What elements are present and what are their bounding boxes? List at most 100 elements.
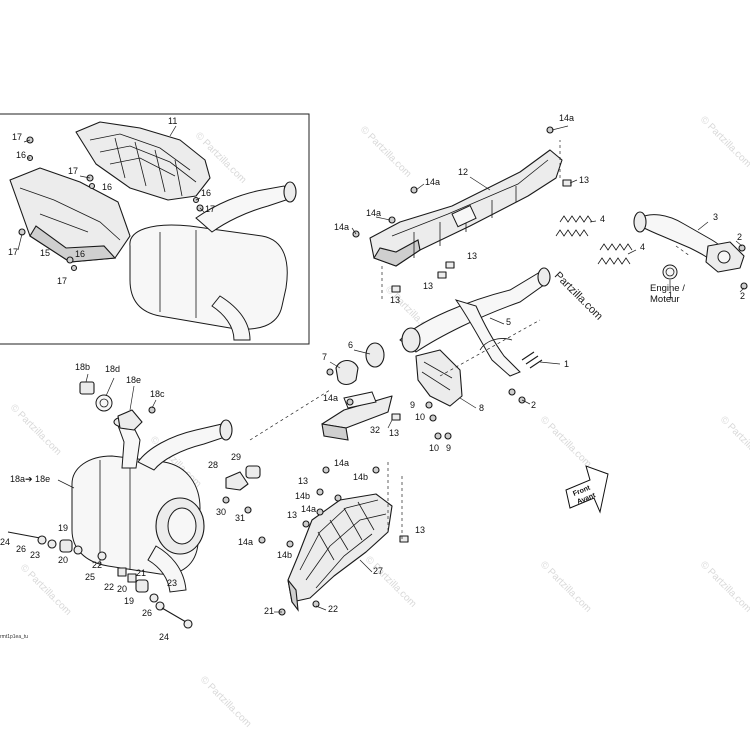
callout-12: 12 [458,167,468,177]
drawing-code: rmt1p1ea_tu [0,634,28,640]
callout-8: 8 [479,403,484,413]
callout-19b: 19 [124,596,134,606]
callout-29: 29 [231,452,241,462]
watermark: © Partzilla.com [538,414,593,469]
heat-shield-8 [415,349,463,407]
callout-14a4: 14a [334,222,349,232]
callout-16a: 16 [16,150,26,160]
watermark: © Partzilla.com [8,402,63,457]
callout-16d: 16 [75,249,85,259]
callout-20a: 20 [58,555,68,565]
front-arrow-icon: Front Avant [565,465,609,514]
callout-16c: 16 [201,188,211,198]
callout-7: 7 [322,352,327,362]
callout-15: 15 [40,248,50,258]
callout-2c: 2 [531,400,536,410]
callout-14b3: 14b [277,550,292,560]
heat-shield-upper [75,121,211,201]
callout-25: 25 [85,572,95,582]
callout-1a: 1 [668,290,673,300]
watermark: © Partzilla.com [363,554,418,609]
callout-14a2: 14a [425,177,440,187]
callout-23a: 23 [30,550,40,560]
callout-27: 27 [373,566,383,576]
callout-17c: 17 [205,204,215,214]
callout-14a1: 14a [559,113,574,123]
callout-18e: 18e [126,375,141,385]
callout-18a: 18a➔ 18e [10,474,50,484]
callout-24b: 24 [159,632,169,642]
spring-set [555,215,633,265]
callout-18b: 18b [75,362,90,372]
callout-22c: 22 [328,604,338,614]
callout-14a5: 14a [323,393,338,403]
callout-4b: 4 [640,242,645,252]
clamp-set [326,327,421,386]
watermark: © Partzilla.com [18,562,73,617]
watermark: © Partzilla.com [198,674,253,729]
watermark: © Partzilla.com [698,114,750,169]
callout-3: 3 [713,212,718,222]
main-muffler [71,416,233,593]
callout-14a8: 14a [238,537,253,547]
callout-24a: 24 [0,537,10,547]
watermark: © Partzilla.com [698,559,750,614]
header-pipe [633,211,748,290]
callout-13h: 13 [415,525,425,535]
engine-label-line2: Moteur [650,294,680,305]
callout-17b: 17 [68,166,78,176]
callout-9a: 9 [410,400,415,410]
callout-13a: 13 [579,175,589,185]
callout-17a: 17 [12,132,22,142]
callout-13c: 13 [423,281,433,291]
callout-18d: 18d [105,364,120,374]
leader-lines [17,125,745,613]
callout-26b: 26 [142,608,152,618]
callout-17e: 17 [57,276,67,286]
callout-5: 5 [506,317,511,327]
watermark: © Partzilla.com [718,414,750,469]
callout-19a: 19 [58,523,68,533]
callout-28: 28 [208,460,218,470]
callout-32: 32 [370,425,380,435]
shield-27-hardware [258,466,409,616]
callout-14b2: 14b [295,491,310,501]
callout-11: 11 [168,116,177,126]
callout-10b: 10 [429,443,439,453]
callout-2a: 2 [737,232,742,242]
callout-18c: 18c [150,389,165,399]
callout-22b: 22 [104,582,114,592]
callout-13e: 13 [389,428,399,438]
callout-14b1: 14b [353,472,368,482]
callout-13f: 13 [298,476,308,486]
middle-pipe [399,267,551,377]
callout-1b: 1 [564,359,569,369]
callout-10a: 10 [415,412,425,422]
callout-9b: 9 [446,443,451,453]
watermark-center: Partzilla.com [552,270,605,323]
callout-31: 31 [235,513,245,523]
callout-6: 6 [348,340,353,350]
watermark: © Partzilla.com [538,559,593,614]
engine-label-line1: Engine / [650,283,685,294]
callout-13b: 13 [467,251,477,261]
callout-26a: 26 [16,544,26,554]
callout-14a3: 14a [366,208,381,218]
callout-2b: 2 [740,291,745,301]
callout-17d: 17 [8,247,18,257]
heat-shield-27 [287,493,393,612]
callout-22a: 22 [92,560,102,570]
callout-13d: 13 [390,295,400,305]
hardware-bolts [346,126,572,440]
mounting-hardware [7,465,261,629]
callout-4a: 4 [600,214,605,224]
watermark: © Partzilla.com [358,124,413,179]
muffler-inset [129,181,297,341]
callout-14a7: 14a [301,504,316,514]
callout-30: 30 [216,507,226,517]
callout-13g: 13 [287,510,297,520]
inset-frame [0,113,310,345]
callout-21b: 21 [264,606,274,616]
